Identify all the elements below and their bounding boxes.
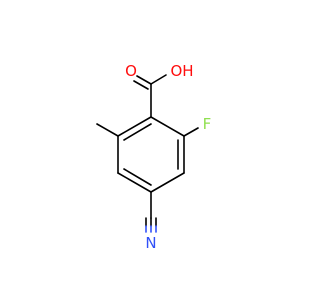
bond-c1-c2 bbox=[150, 116, 185, 137]
atom-label-nitrile-n: N bbox=[145, 234, 156, 252]
bond-c6-c1-inner bbox=[123, 123, 152, 141]
bond-carbonyl-b bbox=[133, 80, 149, 90]
bond-ring-methyl bbox=[96, 123, 119, 137]
atom-label-fluorine: F bbox=[203, 115, 212, 133]
benzene-ring bbox=[117, 116, 185, 193]
nitrile-triple-bond bbox=[145, 217, 157, 233]
bond-c3-c4 bbox=[150, 172, 185, 193]
bond-ring-fluorine bbox=[183, 127, 199, 137]
bond-c6-c1 bbox=[117, 116, 152, 137]
bond-c4-c5 bbox=[117, 172, 152, 193]
atom-label-o-carbonyl: O bbox=[125, 62, 137, 80]
bond-carbonyl-a bbox=[136, 75, 152, 85]
bond-c4-c5-inner bbox=[123, 168, 152, 186]
atom-label-oh: OH bbox=[170, 62, 193, 80]
bond-c-oh bbox=[150, 74, 167, 85]
molecule-structure: O OH F N bbox=[96, 62, 212, 252]
